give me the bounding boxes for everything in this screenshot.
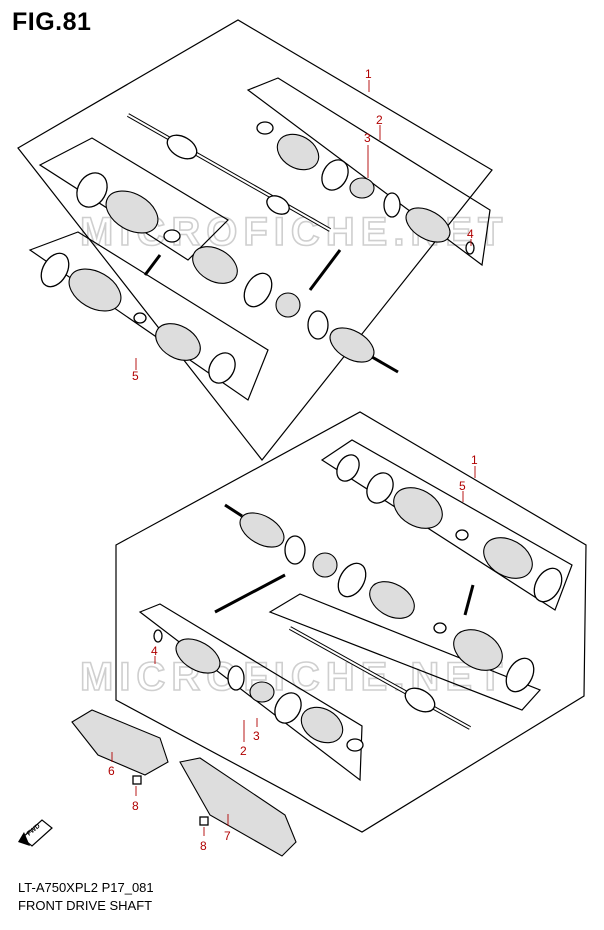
lower-inner-band-small <box>433 622 447 634</box>
callout-bolt-left: 8 <box>132 799 139 813</box>
upper-inner-housing <box>329 327 375 363</box>
callout-lower-snap-ring: 4 <box>151 644 158 658</box>
upper-band-a2 <box>163 229 181 243</box>
lower-band-a1 <box>366 472 394 504</box>
lower-boot-clamp <box>274 692 302 724</box>
lower-arrow-b <box>463 584 475 616</box>
upper-outer-boot <box>276 133 320 171</box>
upper-boot-b2 <box>155 323 201 361</box>
upper-band-b1 <box>40 252 70 288</box>
upper-inner-boot <box>192 246 238 284</box>
callout-upper-boot-set: 5 <box>132 369 139 383</box>
upper-outer-housing <box>405 207 451 243</box>
lower-assembly <box>115 411 587 833</box>
callout-lower-inner-joint: 3 <box>253 729 260 743</box>
upper-arrow-a <box>143 254 162 276</box>
lower-outer-housing <box>175 638 221 674</box>
lower-outer-frame <box>115 411 587 833</box>
upper-boot-b1 <box>68 268 122 312</box>
upper-stop-ring <box>465 241 475 255</box>
callout-guard-right: 7 <box>224 829 231 843</box>
bolt-right <box>199 816 209 826</box>
callout-bolt-right: 8 <box>200 839 207 853</box>
callout-upper-snap-ring: 4 <box>467 227 474 241</box>
callout-upper-inner-joint: 3 <box>364 131 371 145</box>
upper-assembly <box>17 19 493 461</box>
lower-boot-frame-b <box>268 593 542 711</box>
lower-inner-housing <box>239 512 285 548</box>
lower-kit-frame <box>138 603 363 782</box>
upper-band-a1 <box>76 172 108 208</box>
lower-band-b <box>505 657 535 693</box>
upper-boot-a <box>105 190 159 234</box>
figure-title: FIG.81 <box>12 8 92 36</box>
upper-band-b2 <box>133 312 147 324</box>
upper-clamp-small <box>256 121 274 135</box>
lower-clamp-small <box>346 738 364 752</box>
lower-tripod <box>312 552 338 578</box>
callout-lower-boot-set: 5 <box>459 479 466 493</box>
lower-inner-band <box>337 562 367 598</box>
upper-inner-band <box>243 272 273 308</box>
upper-boot-clamp <box>321 159 349 191</box>
lower-boot-a2 <box>483 537 533 579</box>
lower-circlip <box>227 665 245 691</box>
lower-clip-a1 <box>336 454 360 482</box>
fwd-badge: FWD <box>18 819 53 847</box>
upper-arrow-b <box>308 249 342 291</box>
callout-lower-outer-boot-kit: 2 <box>240 744 247 758</box>
lower-outer-boot <box>300 706 344 744</box>
upper-kit-frame <box>246 77 491 267</box>
upper-shaft-spline <box>266 195 290 215</box>
lower-inner-joint-ball <box>249 681 275 703</box>
upper-shaft-damper <box>166 134 198 160</box>
lower-inner-boot <box>369 581 415 619</box>
lower-inner-circlip <box>284 535 306 565</box>
lower-arrow-a <box>214 573 286 614</box>
upper-shaft-highlight <box>127 114 331 231</box>
lower-stop-ring <box>153 629 163 643</box>
lower-boot-b <box>453 629 503 671</box>
callout-upper-assembly: 1 <box>365 67 372 81</box>
lower-shaft-highlight <box>289 627 471 729</box>
lower-band-a2 <box>455 529 469 541</box>
guard-left <box>71 709 169 776</box>
fwd-arrow-head-icon <box>18 832 30 846</box>
upper-band-b3 <box>208 352 236 384</box>
model-code: LT-A750XPL2 P17_081 <box>18 880 154 895</box>
lower-band-a3 <box>533 567 563 603</box>
watermark-lower: MICROFICHE.NET <box>80 655 508 699</box>
callout-upper-outer-boot-kit: 2 <box>376 113 383 127</box>
upper-housing-stub <box>371 355 399 374</box>
callout-guard-left: 6 <box>108 764 115 778</box>
bolt-left <box>132 775 142 785</box>
lower-housing-stub <box>224 503 243 518</box>
guard-right <box>179 757 297 857</box>
callout-lower-assembly: 1 <box>471 453 478 467</box>
lower-shaft-damper <box>404 687 436 713</box>
section-name: FRONT DRIVE SHAFT <box>18 898 153 913</box>
guards <box>71 709 297 857</box>
upper-inner-circlip <box>307 310 329 340</box>
upper-circlip <box>383 192 401 218</box>
upper-tripod <box>275 292 301 318</box>
upper-inner-joint-ball <box>349 177 375 199</box>
lower-boot-frame-a <box>320 439 573 611</box>
lower-boot-a1 <box>393 487 443 529</box>
